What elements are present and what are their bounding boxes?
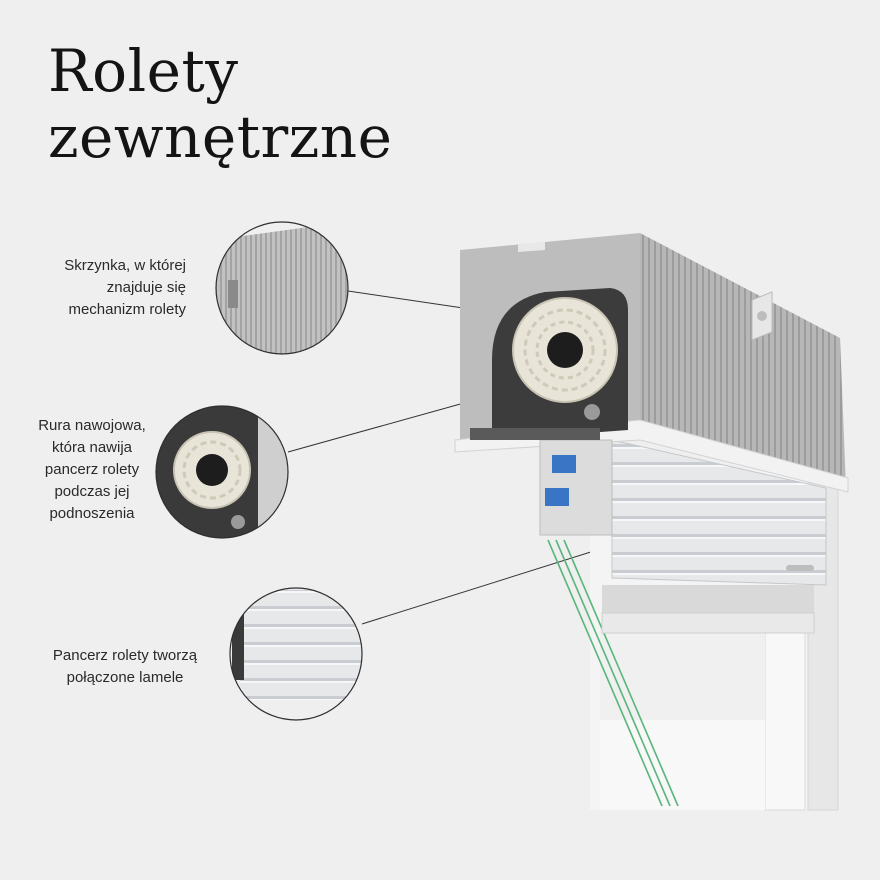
leader-line-slats (361, 538, 633, 625)
page-title: Rolety zewnętrzne (48, 38, 392, 170)
zoom-circle-box-border (215, 221, 349, 355)
shutter-curtain (601, 439, 827, 634)
title-line-2: zewnętrzne (48, 103, 393, 171)
glass-panes (547, 539, 679, 807)
title-line-1: Rolety (48, 37, 239, 105)
zoom-circle-tube (156, 406, 288, 538)
callout-box-label: Skrzynka, w której znajduje się mechaniz… (64, 257, 186, 318)
zoom-circle-slats (230, 588, 362, 720)
callout-tube-label: Rura nawojowa, która nawija pancerz role… (38, 417, 146, 522)
zoom-circle-slats-border (229, 587, 363, 721)
zoom-circle-tube-border (155, 405, 289, 539)
zoom-circle-box (216, 222, 348, 354)
callout-slats-label: Pancerz rolety tworzą połączone lamele (52, 647, 198, 686)
window-profile (470, 428, 613, 536)
